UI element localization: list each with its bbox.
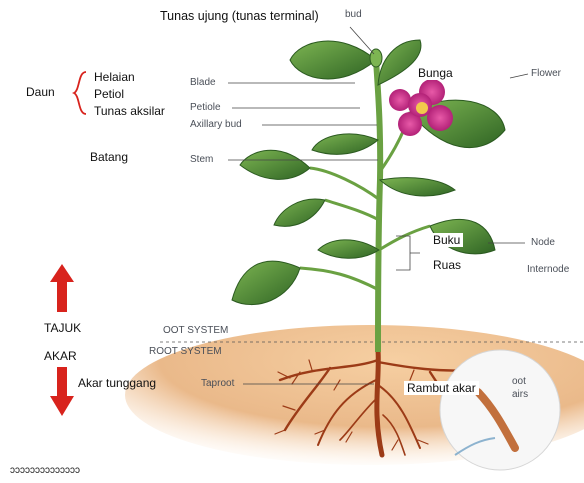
label-helaian: Helaian [94,71,135,83]
label-blade: Blade [190,78,216,88]
label-batang: Batang [90,151,128,163]
label-stem: Stem [190,155,213,165]
label-petiol: Petiol [94,88,124,100]
label-flower: Flower [531,69,561,79]
label-buku: Buku [430,233,463,247]
label-node: Node [531,238,555,248]
label-rambut-akar: Rambut akar [404,381,479,395]
label-axillary-bud: Axillary bud [190,120,242,130]
leaves [232,40,505,305]
label-shoot-system: OOT SYSTEM [163,326,228,336]
label-akar: AKAR [44,350,77,362]
label-bud: bud [345,10,362,20]
label-root-hairs-2: airs [512,390,528,400]
bottom-text: ɔɔɔɔɔɔɔɔɔɔɔɔɔɔ [10,466,80,476]
flower [389,79,453,136]
label-tunas-ujung: Tunas ujung (tunas terminal) [160,10,319,23]
daun-brace [74,72,86,114]
akar-arrow [50,367,74,416]
tajuk-arrow [50,264,74,312]
internode-brace [396,236,420,270]
label-bunga: Bunga [415,66,456,80]
label-root-system: ROOT SYSTEM [149,347,222,357]
label-petiole: Petiole [190,103,221,113]
label-tunas-aksilar: Tunas aksilar [94,105,165,117]
label-root-hairs-1: oot [512,377,526,387]
label-taproot: Taproot [201,379,234,389]
label-ruas: Ruas [430,258,464,272]
label-akar-tunggang: Akar tunggang [78,377,156,389]
label-tajuk: TAJUK [44,322,81,334]
main-stem [376,60,380,352]
label-daun: Daun [26,86,55,98]
label-internode: Internode [527,265,569,275]
